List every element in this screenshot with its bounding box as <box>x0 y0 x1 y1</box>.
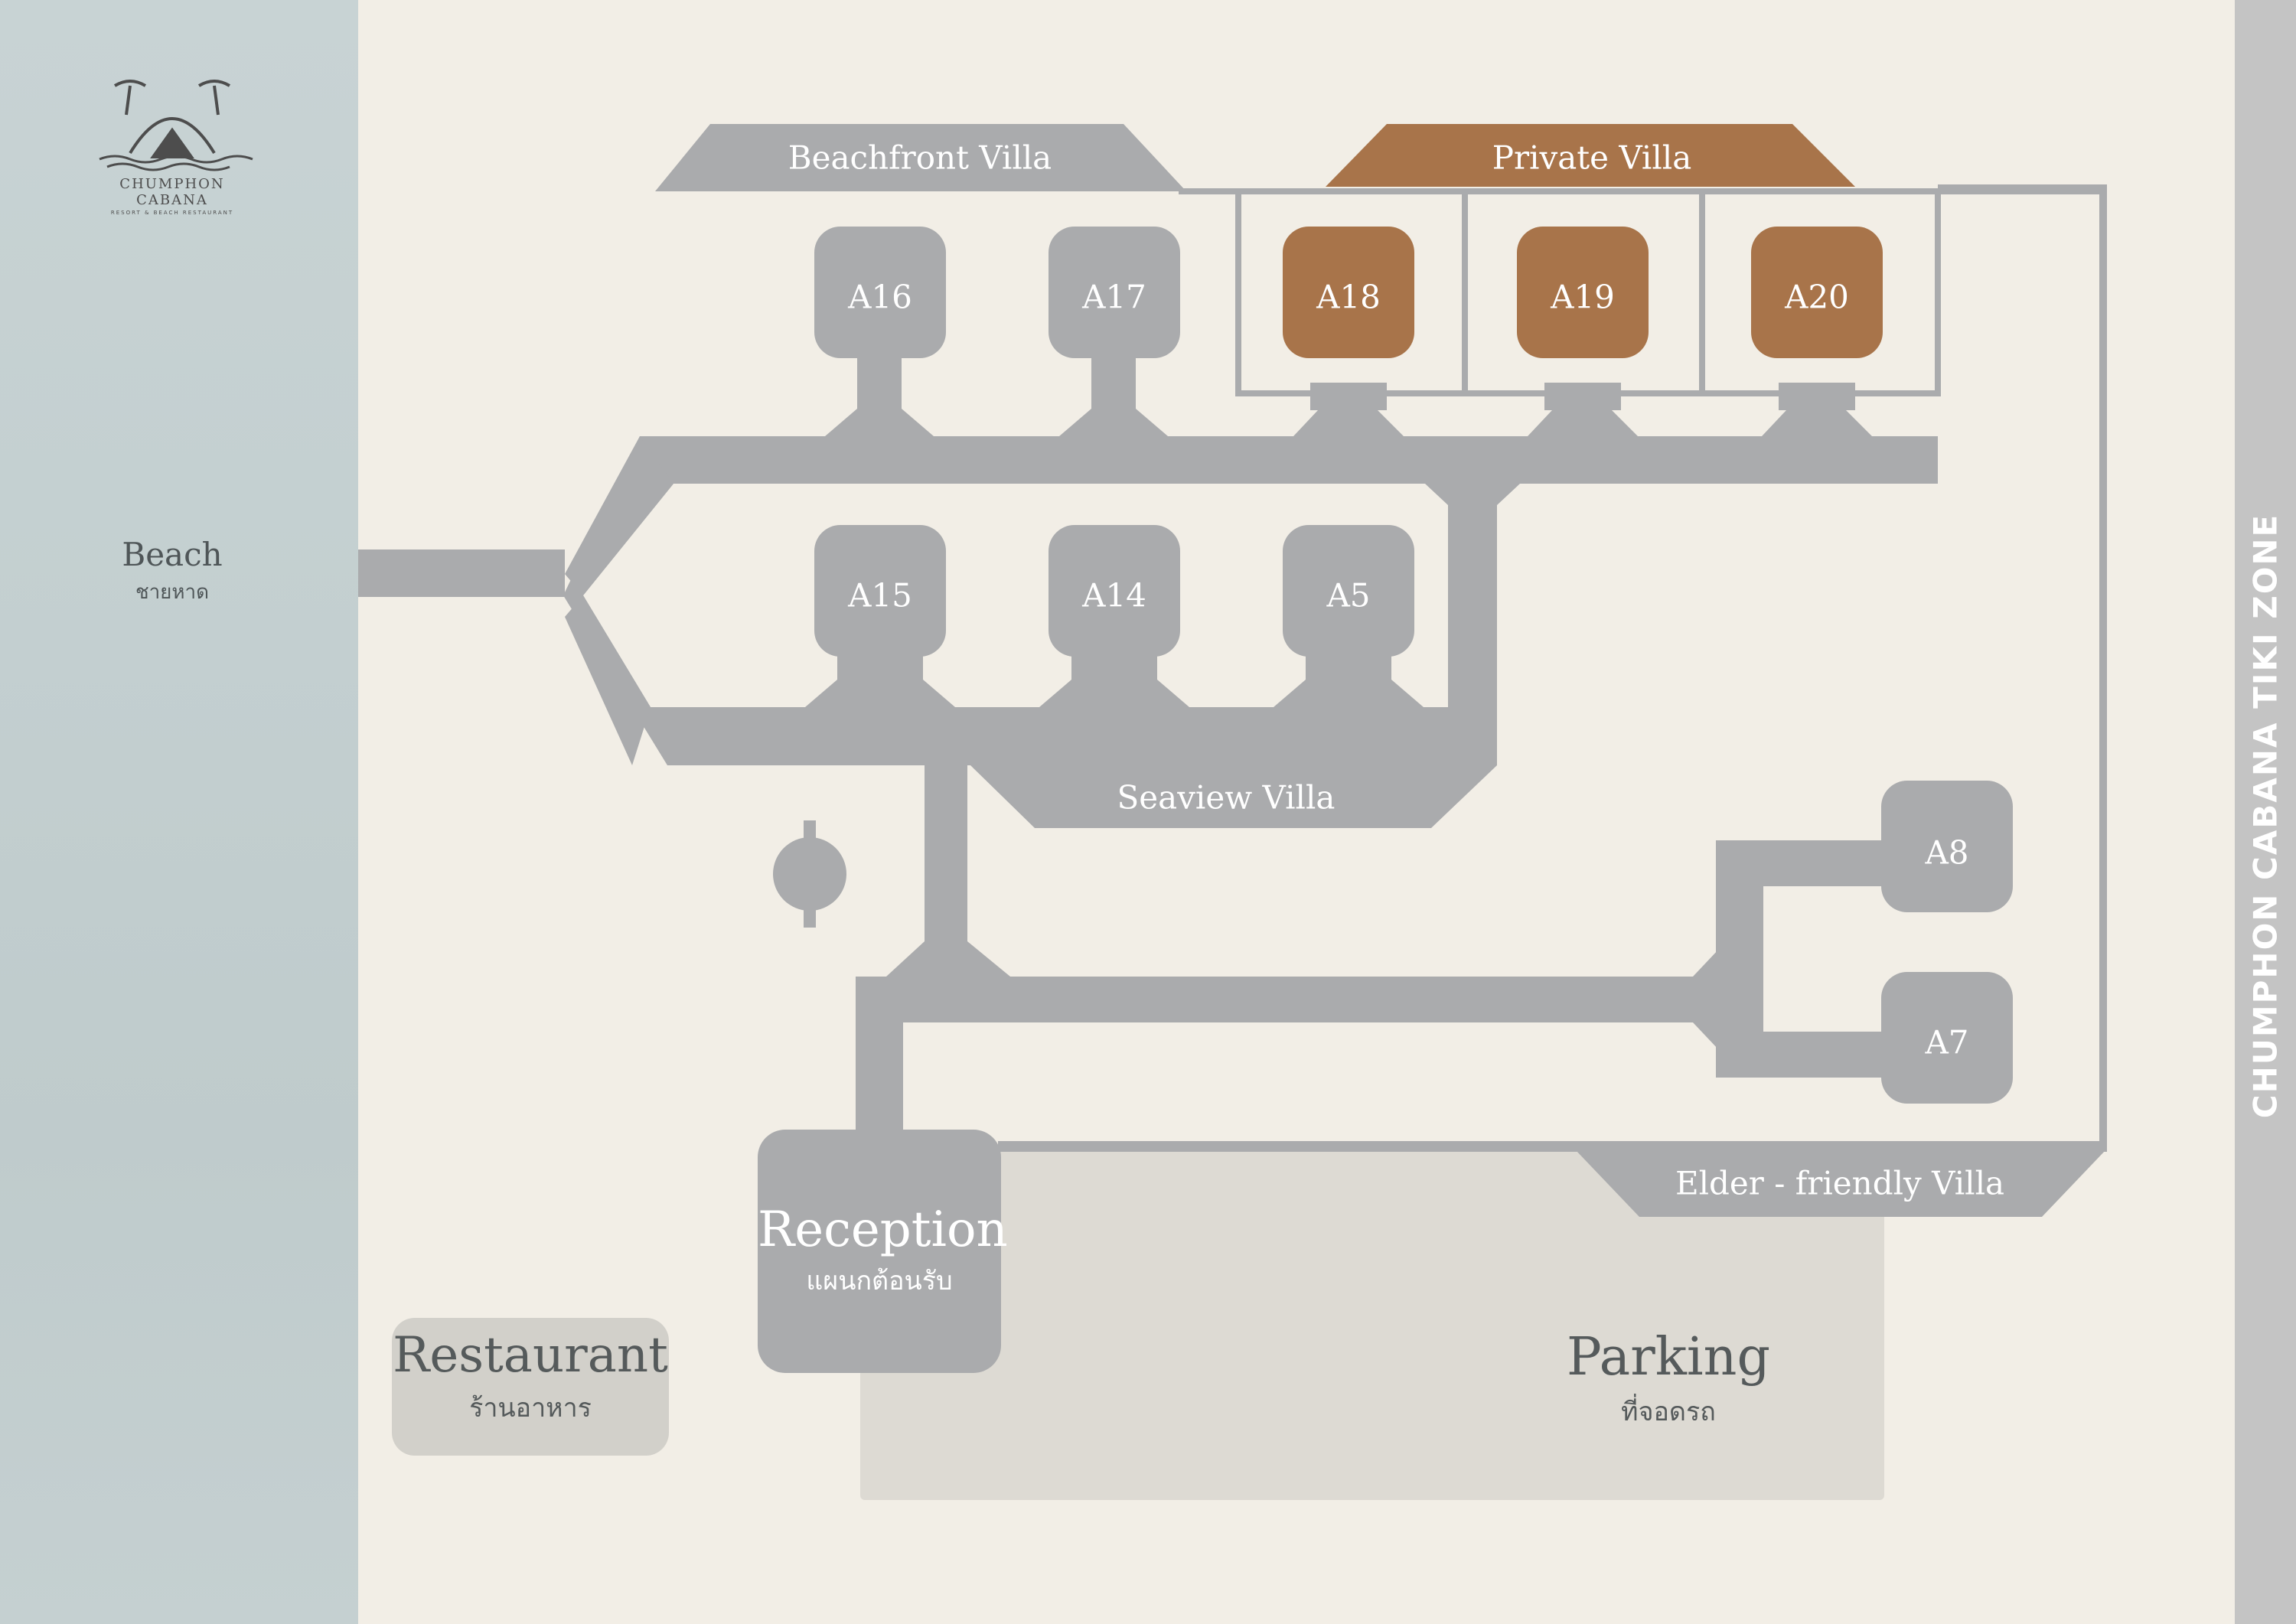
private-zone-banner[interactable] <box>1326 124 1855 187</box>
elder-zone-label: Elder - friendly Villa <box>1675 1164 2005 1202</box>
parking-label-en: Parking <box>1566 1327 1771 1388</box>
villa-a16-label: A16 <box>848 278 912 316</box>
path-to-reception <box>856 977 903 1143</box>
parking-lot[interactable] <box>860 1148 1884 1500</box>
seaview-zone-banner[interactable] <box>970 765 1497 828</box>
villa-a5-label: A5 <box>1326 576 1371 615</box>
villa-a19-label: A19 <box>1551 278 1615 316</box>
villa-a18-label: A18 <box>1316 278 1381 316</box>
villa-a20-label: A20 <box>1785 278 1849 316</box>
villa-a18[interactable] <box>1283 227 1414 436</box>
villa-a8[interactable] <box>1881 781 2013 912</box>
restaurant-label-en: Restaurant <box>393 1327 668 1384</box>
path-east-fork <box>1693 949 1719 1050</box>
path-lower-arm <box>565 595 651 765</box>
villa-a7-label: A7 <box>1925 1023 1969 1061</box>
beach-label-th: ชายหาด <box>135 581 210 604</box>
reception-label-th: แผนกต้อนรับ <box>806 1266 953 1296</box>
fountain-icon <box>773 820 846 928</box>
villa-a17-label: A17 <box>1082 278 1146 316</box>
path-a8-stub <box>1716 840 1884 886</box>
path-east <box>856 977 1701 1022</box>
path-a7-stub <box>1716 1032 1884 1078</box>
resort-logo: CHUMPHON CABANA RESORT & BEACH RESTAURAN… <box>84 173 260 216</box>
villa-a14[interactable] <box>1039 525 1189 707</box>
reception-label: Reception แผนกต้อนรับ <box>758 1202 1008 1301</box>
villa-a14-label: A14 <box>1082 576 1146 615</box>
path-upper-arm <box>565 436 673 595</box>
elder-zone-banner[interactable] <box>1575 1150 2106 1217</box>
beachfront-zone-banner[interactable] <box>655 124 1186 191</box>
logo-icon <box>99 80 253 171</box>
restaurant-block[interactable] <box>392 1318 669 1456</box>
path-trunk-fork <box>886 941 1010 977</box>
side-title: CHUMPHON CABANA TIKI ZONE <box>2246 513 2285 1119</box>
logo-subtitle: RESORT & BEACH RESTAURANT <box>110 210 234 216</box>
path-loop <box>563 436 1938 765</box>
villa-a19[interactable] <box>1517 227 1649 436</box>
beach-label: Beach ชายหาด <box>84 536 260 608</box>
villa-a15-label: A15 <box>848 576 912 615</box>
villa-a17[interactable] <box>1049 227 1180 436</box>
parking-label: Parking ที่จอดรถ <box>1515 1327 1821 1432</box>
villa-a16[interactable] <box>814 227 946 436</box>
parking-label-th: ที่จอดรถ <box>1621 1397 1716 1427</box>
villa-a15[interactable] <box>805 525 955 707</box>
reception-block[interactable] <box>758 1130 1001 1373</box>
beachfront-zone-label: Beachfront Villa <box>788 139 1052 177</box>
restaurant-label-th: ร้านอาหาร <box>469 1393 592 1423</box>
beach-path <box>358 549 565 597</box>
villa-a8-label: A8 <box>1925 833 1969 872</box>
beach-area <box>0 0 358 1624</box>
restaurant-label: Restaurant ร้านอาหาร <box>392 1327 669 1428</box>
logo-name: CHUMPHON CABANA <box>119 176 225 208</box>
villa-a5[interactable] <box>1274 525 1424 707</box>
private-zone-label: Private Villa <box>1492 139 1692 177</box>
villa-a20[interactable] <box>1751 227 1883 436</box>
seaview-zone-label: Seaview Villa <box>1117 778 1336 817</box>
villa-a7[interactable] <box>1881 972 2013 1104</box>
zone-side-bar <box>2235 0 2296 1624</box>
reception-label-en: Reception <box>758 1202 1008 1258</box>
beach-label-en: Beach <box>122 536 223 573</box>
